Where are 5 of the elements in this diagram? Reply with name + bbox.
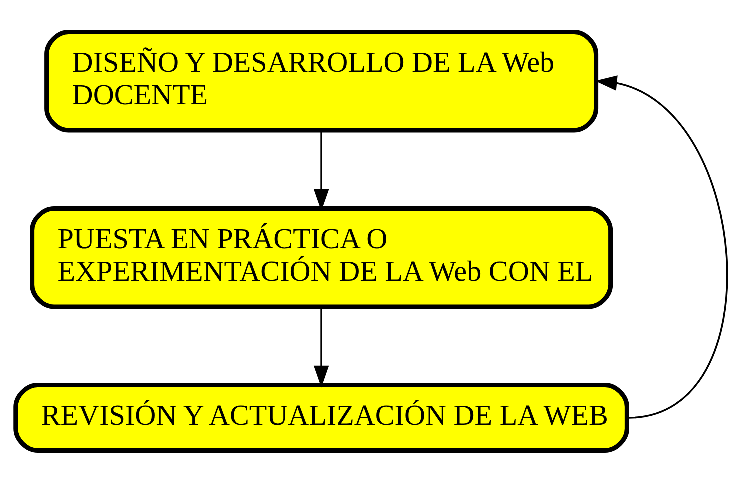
arrow <box>314 130 330 211</box>
node-box: DISEÑO Y DESARROLLO DE LA Web DOCENTE <box>44 30 599 132</box>
node-box: REVISIÓN Y ACTUALIZACIÓN DE LA WEB <box>14 382 630 452</box>
arrow <box>314 306 330 388</box>
node-box: PUESTA EN PRÁCTICA O EXPERIMENTACIÓN DE LA Web CON EL <box>30 206 614 309</box>
